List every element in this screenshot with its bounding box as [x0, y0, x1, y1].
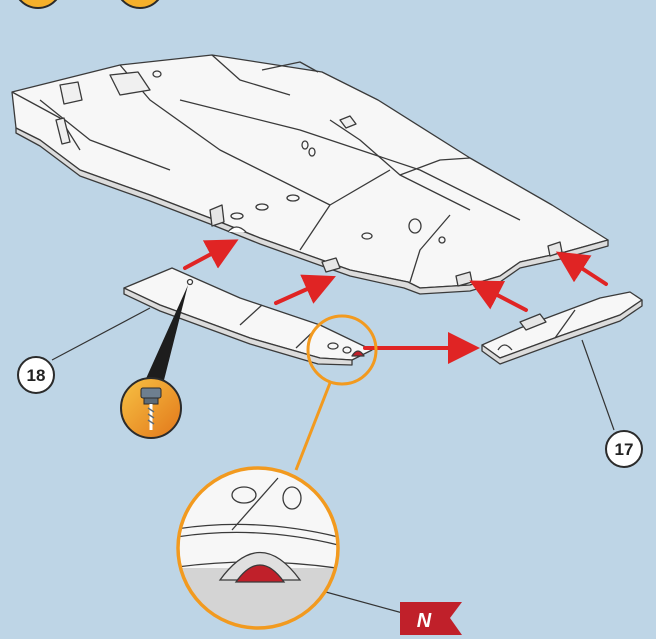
part-17-aileron: [482, 292, 642, 364]
callout-17: 17: [606, 431, 642, 467]
flag-icon: N: [400, 602, 462, 635]
part-number-18: 18: [27, 366, 46, 385]
arrow-18-left: [185, 245, 228, 268]
callout-18: 18: [18, 357, 54, 393]
arrow-17-left: [480, 286, 526, 310]
flag-letter: N: [417, 610, 432, 632]
top-partial-icons: [14, 0, 164, 8]
arrow-17-right: [566, 258, 606, 284]
arrow-18-right: [276, 281, 325, 303]
magnifier-detail: [170, 460, 350, 639]
wing-main-part: [12, 55, 608, 294]
part-number-17: 17: [615, 440, 634, 459]
